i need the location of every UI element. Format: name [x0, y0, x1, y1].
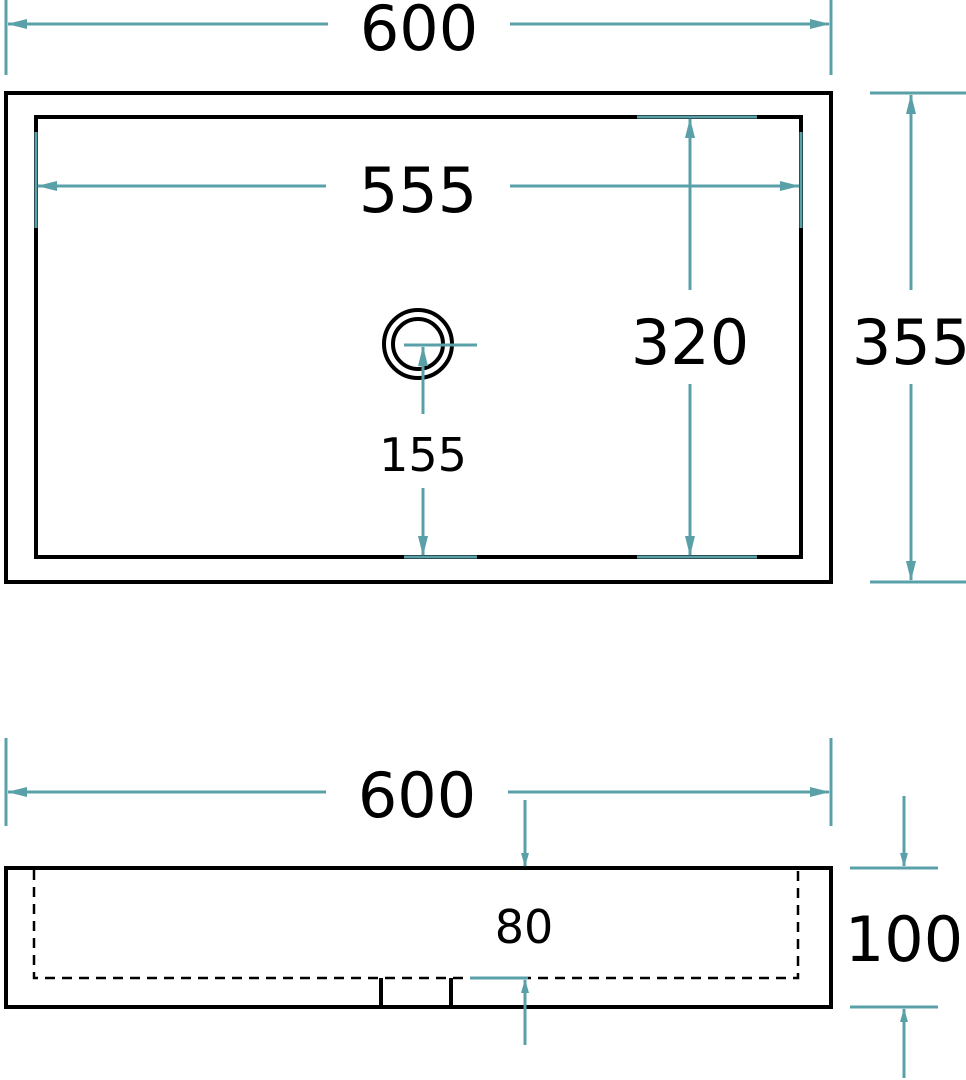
dimension-label: 555 — [359, 154, 477, 227]
dimension-label: 600 — [360, 0, 478, 65]
bowl-hidden-line — [32, 870, 800, 980]
basin-side-outline — [4, 866, 833, 1009]
dimension-drain-offset: 155 — [379, 343, 477, 559]
dimension-label: 355 — [852, 306, 966, 379]
dimension-bowl-depth: 80 — [470, 800, 553, 1045]
top-view: 600 555 320 355 — [4, 0, 966, 584]
dimension-label: 600 — [358, 759, 476, 832]
dimension-label: 320 — [631, 306, 749, 379]
side-view: 600 80 100 — [4, 738, 963, 1078]
dimension-label: 100 — [845, 903, 963, 976]
dimension-inner-width: 555 — [34, 132, 803, 228]
dimension-outer-width: 600 — [4, 0, 833, 75]
dimension-label: 155 — [379, 428, 467, 482]
dimension-inner-depth: 320 — [631, 115, 757, 559]
basin-outer-rim — [4, 91, 833, 584]
dimension-outer-depth: 355 — [852, 91, 966, 584]
dimension-label: 80 — [495, 900, 554, 954]
dimension-side-width: 600 — [4, 738, 833, 832]
dimension-side-height: 100 — [845, 796, 963, 1078]
